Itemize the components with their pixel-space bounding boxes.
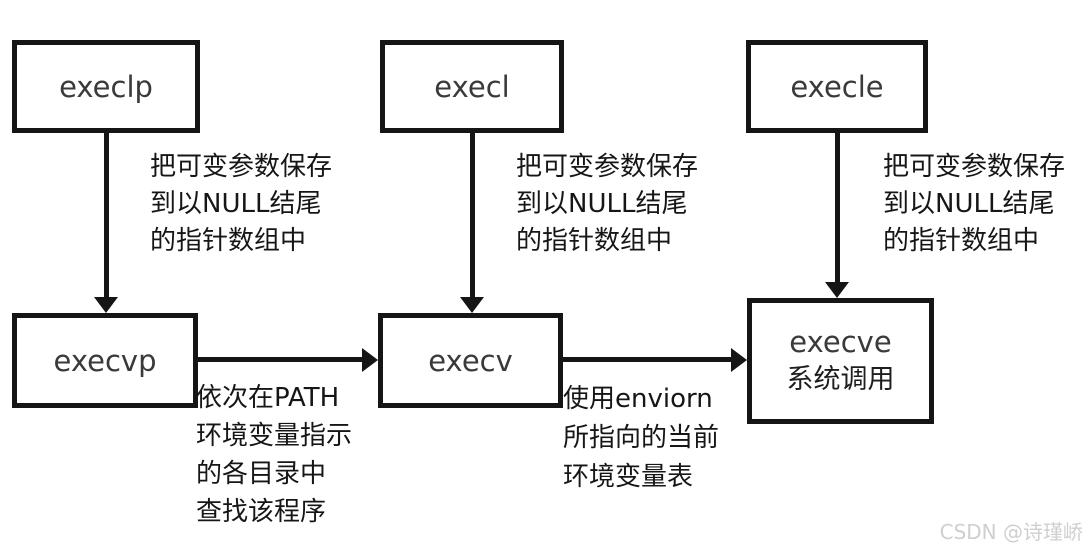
node-execve: execve 系统调用 [747, 298, 934, 424]
note-execlp-save-args: 把可变参数保存 到以NULL结尾 的指针数组中 [150, 149, 332, 260]
note-execv-environ: 使用enviorn 所指向的当前 环境变量表 [563, 380, 719, 497]
node-execlp: execlp [12, 40, 200, 133]
node-execl-label: execl [434, 69, 510, 104]
arrow-execl-to-execv-head-icon [460, 297, 484, 313]
node-execvp: execvp [12, 313, 198, 408]
note-line: 把可变参数保存 [883, 152, 1066, 182]
note-line: 把可变参数保存 [516, 152, 699, 182]
note-line: 环境变量表 [563, 462, 694, 492]
node-execl: execl [380, 40, 564, 133]
arrow-execv-to-execve-head-icon [731, 348, 747, 372]
note-line: 的各目录中 [196, 459, 327, 489]
note-line: 到以NULL结尾 [150, 189, 322, 219]
node-execvp-label: execvp [53, 343, 157, 378]
note-line: 依次在PATH [196, 383, 340, 413]
node-execve-sublabel: 系统调用 [786, 364, 895, 395]
arrow-execlp-to-execvp-shaft [104, 132, 109, 298]
node-execle-label: execle [790, 69, 884, 104]
node-execlp-label: execlp [59, 69, 153, 104]
note-execvp-path-search: 依次在PATH 环境变量指示 的各目录中 查找该程序 [196, 379, 352, 531]
note-line: 环境变量指示 [196, 421, 353, 451]
arrow-execvp-to-execv-head-icon [362, 348, 378, 372]
note-line: 到以NULL结尾 [883, 189, 1055, 219]
arrow-execv-to-execve-shaft [562, 357, 732, 362]
note-execle-save-args: 把可变参数保存 到以NULL结尾 的指针数组中 [883, 149, 1065, 260]
note-execl-save-args: 把可变参数保存 到以NULL结尾 的指针数组中 [516, 149, 698, 260]
node-execle: execle [746, 40, 928, 133]
note-line: 的指针数组中 [150, 226, 307, 256]
arrow-execlp-to-execvp-head-icon [94, 297, 118, 313]
arrow-execle-to-execve-head-icon [825, 282, 849, 298]
note-line: 把可变参数保存 [150, 152, 333, 182]
arrow-execl-to-execv-shaft [470, 132, 475, 298]
node-execve-label: execve [789, 325, 892, 359]
note-line: 使用enviorn [563, 384, 713, 414]
note-line: 的指针数组中 [883, 226, 1040, 256]
node-execv: execv [378, 313, 563, 408]
note-line: 到以NULL结尾 [516, 189, 688, 219]
note-line: 查找该程序 [196, 497, 327, 527]
arrow-execle-to-execve-shaft [835, 132, 840, 283]
csdn-watermark: CSDN @诗瑾峤 [939, 520, 1083, 544]
arrow-execvp-to-execv-shaft [197, 357, 363, 362]
node-execv-label: execv [428, 343, 513, 378]
note-line: 的指针数组中 [516, 226, 673, 256]
note-line: 所指向的当前 [563, 423, 720, 453]
